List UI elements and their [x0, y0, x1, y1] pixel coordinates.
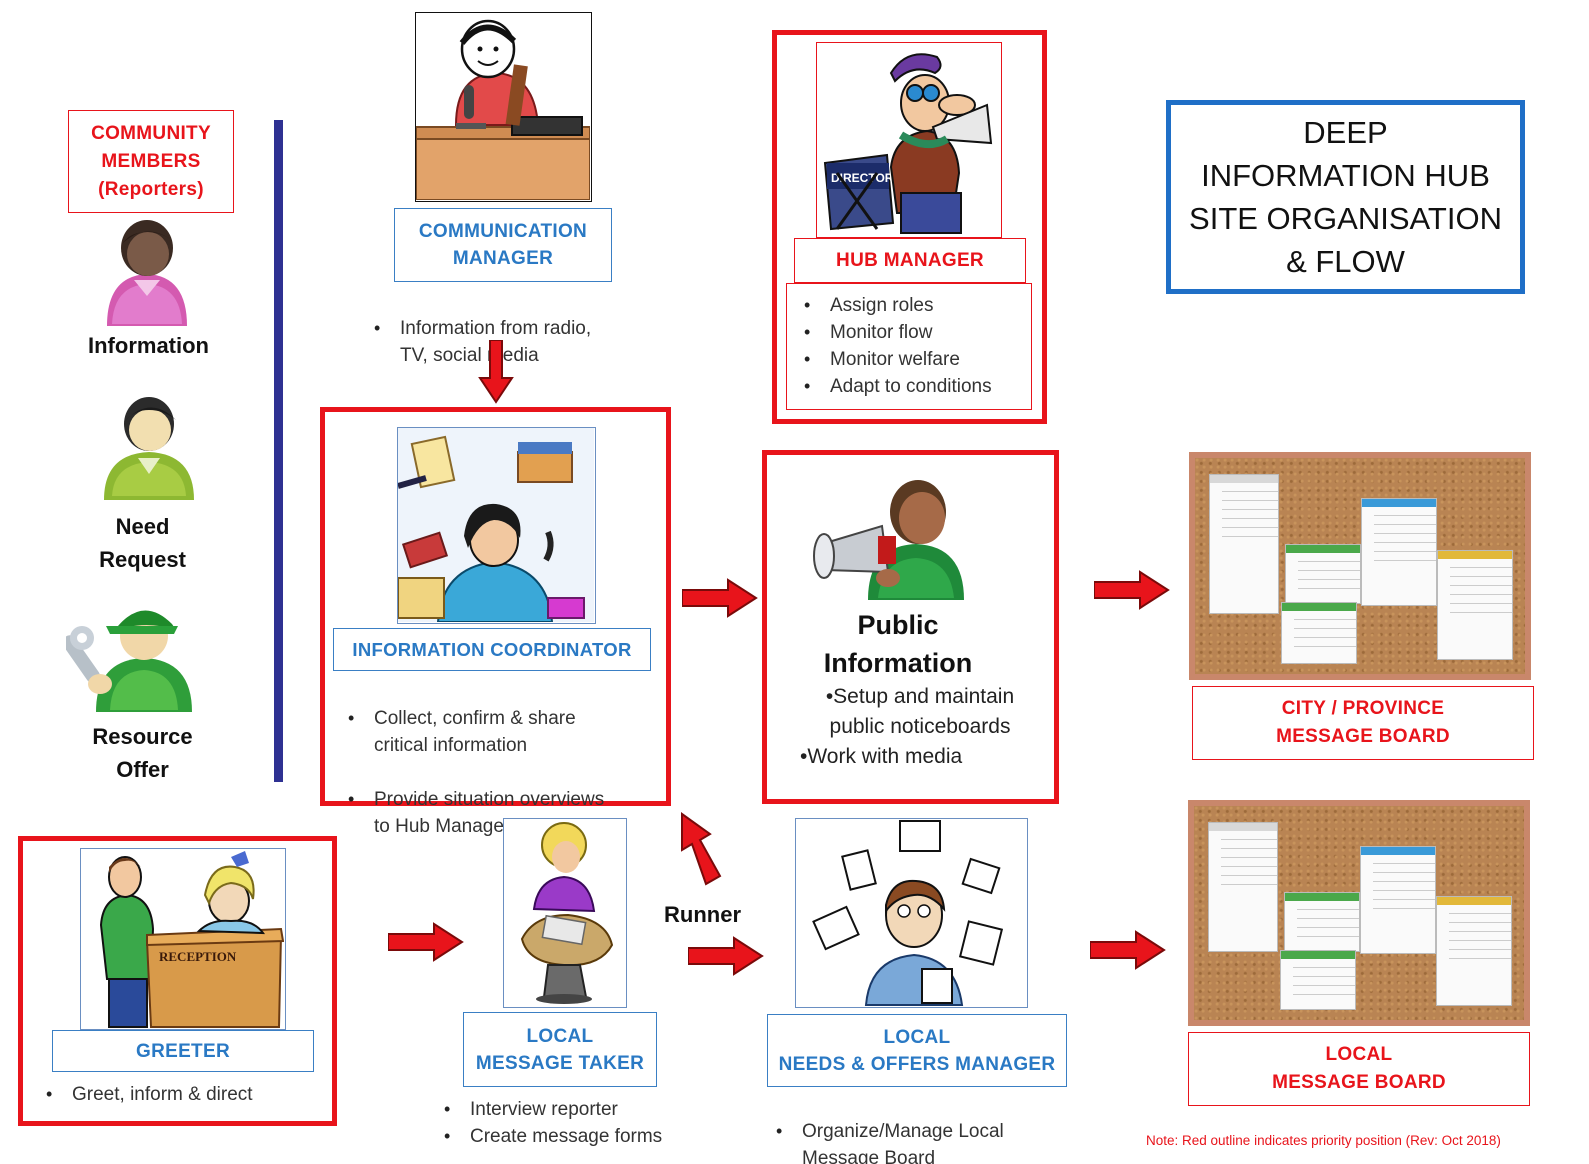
- board-card: [1208, 822, 1278, 952]
- communication-manager-illustration: [415, 12, 592, 202]
- board-card: [1361, 498, 1437, 606]
- city-province-corkboard: [1189, 452, 1531, 680]
- title-line: SITE ORGANISATION: [1189, 201, 1502, 236]
- hub-manager-label: HUB MANAGER: [794, 238, 1026, 283]
- arrow-right-to-message-taker: [388, 922, 464, 962]
- director-chair-text: DIRECTOR: [831, 171, 894, 185]
- title-line: & FLOW: [1286, 244, 1405, 279]
- board-card: [1280, 950, 1356, 1010]
- info-coordinator-bullets: Collect, confirm & share critical inform…: [344, 678, 664, 867]
- hub-manager-duties-box: [786, 283, 1032, 410]
- resource-offer-label: Resource Offer: [92, 724, 193, 782]
- reporter-need-avatar: [94, 392, 204, 504]
- needs-offers-label: LOCAL NEEDS & OFFERS MANAGER: [767, 1014, 1067, 1087]
- city-province-board-label: CITY / PROVINCE MESSAGE BOARD: [1192, 686, 1534, 760]
- arrow-right-to-local-board: [1090, 930, 1166, 970]
- board-card: [1285, 544, 1361, 604]
- message-taker-label: LOCAL MESSAGE TAKER: [463, 1012, 657, 1087]
- bullet-item: Adapt to conditions: [800, 373, 1030, 400]
- board-card: [1209, 474, 1279, 614]
- bullet-item: Provide situation overviews to Hub Manag…: [344, 786, 664, 840]
- greeter-priority-box: [18, 836, 337, 1126]
- need-request-label: Need Request: [99, 514, 186, 572]
- bullet-item: Collect, confirm & share critical inform…: [344, 705, 664, 759]
- hub-manager-bullets: Assign roles Monitor flow Monitor welfar…: [800, 292, 1030, 400]
- reception-desk-text: RECEPTION: [159, 949, 237, 964]
- bullet-item: Monitor flow: [800, 319, 1030, 346]
- reporter-information-avatar: [92, 216, 202, 328]
- title-line: INFORMATION HUB: [1201, 158, 1490, 193]
- arrow-up-to-coordinator: [676, 810, 728, 886]
- arrow-down-to-coordinator: [478, 340, 514, 404]
- local-corkboard: [1188, 800, 1530, 1026]
- greeter-illustration: RECEPTION: [80, 848, 286, 1030]
- bullet-item: Monitor welfare: [800, 346, 1030, 373]
- resource-offer-avatar: [62, 592, 201, 714]
- title-line: DEEP: [1303, 115, 1388, 150]
- diagram-title-box: DEEP INFORMATION HUB SITE ORGANISATION &…: [1166, 100, 1525, 294]
- needs-offers-bullets: Organize/Manage Local Message Board: [772, 1091, 1062, 1164]
- community-members-label: COMMUNITY MEMBERS (Reporters): [68, 110, 234, 213]
- priority-note: Note: Red outline indicates priority pos…: [1146, 1133, 1501, 1148]
- bullet-item: Assign roles: [800, 292, 1030, 319]
- local-board-label: LOCAL MESSAGE BOARD: [1188, 1032, 1530, 1106]
- message-taker-illustration: [503, 818, 627, 1008]
- community-title-line: (Reporters): [98, 178, 204, 200]
- board-card: [1437, 550, 1513, 660]
- hub-manager-priority-box: [772, 30, 1047, 424]
- bullet-item: Interview reporter: [440, 1096, 700, 1123]
- community-title-line: MEMBERS: [101, 150, 201, 172]
- bullet-item: Organize/Manage Local Message Board: [772, 1118, 1062, 1164]
- board-card: [1281, 602, 1357, 664]
- public-information-title: Public Information: [823, 610, 973, 678]
- public-information-megaphone-avatar: [812, 460, 972, 600]
- hub-manager-illustration: DIRECTOR: [816, 42, 1002, 238]
- info-coordinator-illustration: [397, 427, 596, 624]
- board-card: [1436, 896, 1512, 1006]
- runner-label: Runner: [664, 902, 741, 927]
- message-taker-bullets: Interview reporter Create message forms: [440, 1096, 700, 1150]
- arrow-right-to-needs-offers: [688, 936, 764, 976]
- information-label: Information: [88, 333, 209, 358]
- bullet-item: Greet, inform & direct: [42, 1081, 322, 1108]
- board-card: [1360, 846, 1436, 954]
- info-coordinator-label: INFORMATION COORDINATOR: [333, 628, 651, 671]
- community-divider: [274, 120, 283, 782]
- bullet-item: Create message forms: [440, 1123, 700, 1150]
- greeter-label: GREETER: [52, 1030, 314, 1072]
- public-information-priority-box: [762, 450, 1059, 804]
- public-information-duties: •Setup and maintain public noticeboards …: [800, 685, 1015, 768]
- communication-manager-label: COMMUNICATION MANAGER: [394, 208, 612, 282]
- arrow-right-to-public-info: [682, 578, 758, 618]
- needs-offers-illustration: [795, 818, 1028, 1008]
- community-title-line: COMMUNITY: [91, 122, 211, 144]
- arrow-right-to-city-board: [1094, 570, 1170, 610]
- board-card: [1284, 892, 1360, 952]
- greeter-bullets: Greet, inform & direct: [42, 1081, 322, 1108]
